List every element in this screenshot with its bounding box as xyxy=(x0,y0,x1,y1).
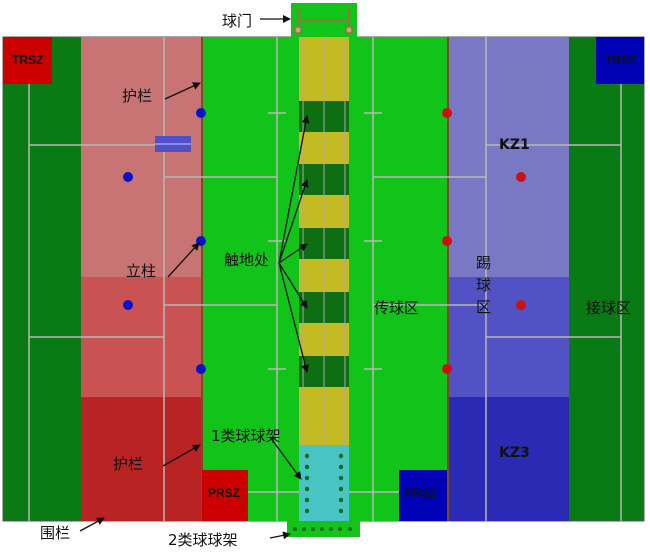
left-zone-bottom xyxy=(81,397,202,521)
rack2-dots xyxy=(293,527,352,531)
trsz-right-box xyxy=(596,37,644,84)
label-rack2: 2类球球架 xyxy=(168,531,238,549)
label-kick-zone-3: 区 xyxy=(476,298,491,316)
label-kick-zone-1: 踢 xyxy=(476,254,491,272)
trsz-left-box xyxy=(3,37,52,84)
prsz-left-box xyxy=(202,470,248,521)
label-kz3: KZ3 xyxy=(499,445,530,461)
label-trsz-left: TRSZ xyxy=(12,53,43,67)
label-guardrail-top: 护栏 xyxy=(122,87,152,105)
leader-lines xyxy=(79,15,310,540)
label-pass-zone: 传球区 xyxy=(374,299,419,317)
right-zone-bottom xyxy=(448,397,569,521)
label-kick-zone-2: 球 xyxy=(476,276,491,294)
rack1-dots xyxy=(304,453,344,514)
label-trsz-right: TRSZ xyxy=(605,53,636,67)
label-receive-zone: 接球区 xyxy=(586,299,631,317)
label-goal: 球门 xyxy=(222,12,252,30)
label-kz1: KZ1 xyxy=(499,137,530,153)
label-guardrail-bottom: 护栏 xyxy=(113,455,143,473)
red-dots xyxy=(442,108,526,374)
label-rack1: 1类球球架 xyxy=(211,427,281,445)
label-post: 立柱 xyxy=(126,262,156,280)
goal-posts xyxy=(293,8,354,35)
left-zone-top xyxy=(81,37,202,277)
label-prsz-right: PRSZ xyxy=(405,486,437,500)
field-lines xyxy=(28,37,622,521)
prsz-right-box xyxy=(399,470,447,521)
label-prsz-left: PRSZ xyxy=(208,486,240,500)
label-touch: 触地处 xyxy=(224,251,269,269)
label-fence: 围栏 xyxy=(40,524,70,542)
right-zone-top xyxy=(448,37,569,277)
